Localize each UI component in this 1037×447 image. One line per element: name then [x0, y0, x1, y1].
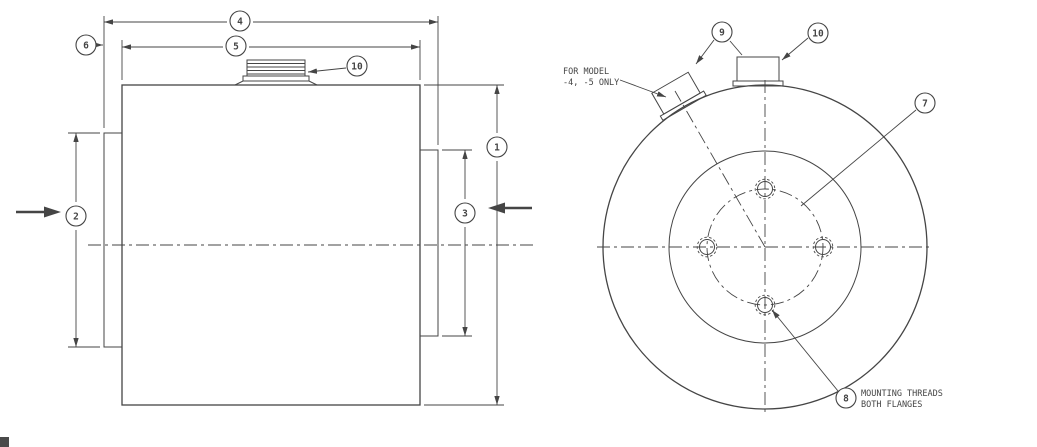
left-flange-boss	[103, 132, 123, 348]
connector-vertical-threads	[736, 56, 780, 82]
balloon-2-label: 2	[73, 212, 79, 223]
dimension-3: 3	[442, 149, 532, 337]
connector-vertical-base	[732, 80, 784, 87]
model-note-line1: FOR MODEL	[563, 67, 609, 77]
connector-collar	[242, 75, 310, 82]
mounting-hole-top	[754, 178, 776, 200]
dimension-2: 2	[16, 132, 100, 348]
corner-artifact	[0, 437, 9, 447]
balloon-1	[486, 136, 508, 158]
balloon-1-label: 1	[494, 143, 500, 154]
model-note-line2: -4, -5 ONLY	[563, 78, 619, 88]
balloon-7-label: 7	[922, 99, 928, 110]
balloon-6-label: 6	[83, 41, 89, 52]
balloon-10-front-label: 10	[812, 29, 824, 40]
section-arrow-left	[44, 206, 61, 218]
balloon-2	[65, 205, 87, 227]
callout-8: 8 MOUNTING THREADS BOTH FLANGES	[771, 309, 943, 410]
mounting-hole-left	[696, 236, 718, 258]
mounting-note-line2: BOTH FLANGES	[861, 400, 922, 410]
side-view: 4 5 6 10 1	[16, 10, 534, 406]
dimension-1: 1	[424, 84, 508, 406]
section-arrow-right	[488, 202, 505, 214]
right-flange-boss	[419, 149, 439, 337]
balloon-9-label: 9	[719, 28, 725, 39]
balloon-8-label: 8	[843, 394, 849, 405]
dimension-5: 5	[121, 35, 421, 80]
callout-10-front: 10	[781, 22, 829, 61]
dimension-6: 6	[75, 34, 103, 56]
front-view: 9 10 7 8 MOUNTING THREADS BOTH FLANGES F…	[563, 21, 943, 414]
balloon-5	[225, 35, 247, 57]
model-note: FOR MODEL -4, -5 ONLY	[563, 67, 667, 98]
mounting-hole-right	[812, 236, 834, 258]
balloon-9	[711, 21, 733, 43]
callout-9: 9	[695, 21, 743, 65]
balloon-7	[914, 92, 936, 114]
balloon-3	[454, 202, 476, 224]
callout-10-side: 10	[307, 55, 368, 77]
balloon-4-label: 4	[237, 17, 243, 28]
balloon-5-label: 5	[233, 42, 239, 53]
connector-base	[234, 80, 318, 86]
connector-vertical-front	[732, 56, 784, 87]
angled-centerline	[674, 90, 766, 248]
balloon-10-side-label: 10	[351, 62, 363, 73]
callout-7: 7	[800, 92, 936, 207]
balloon-10-side	[346, 55, 368, 77]
balloon-6	[75, 34, 97, 56]
connector-side-view	[234, 59, 318, 86]
balloon-10-front	[807, 22, 829, 44]
mounting-note-line1: MOUNTING THREADS	[861, 389, 943, 399]
connector-angled-base	[659, 90, 707, 122]
balloon-3-label: 3	[462, 209, 468, 220]
dimension-4: 4	[103, 10, 439, 145]
balloon-4	[229, 10, 251, 32]
mounting-hole-bottom	[754, 294, 776, 316]
balloon-8	[835, 387, 857, 409]
connector-angled-front	[651, 71, 707, 122]
